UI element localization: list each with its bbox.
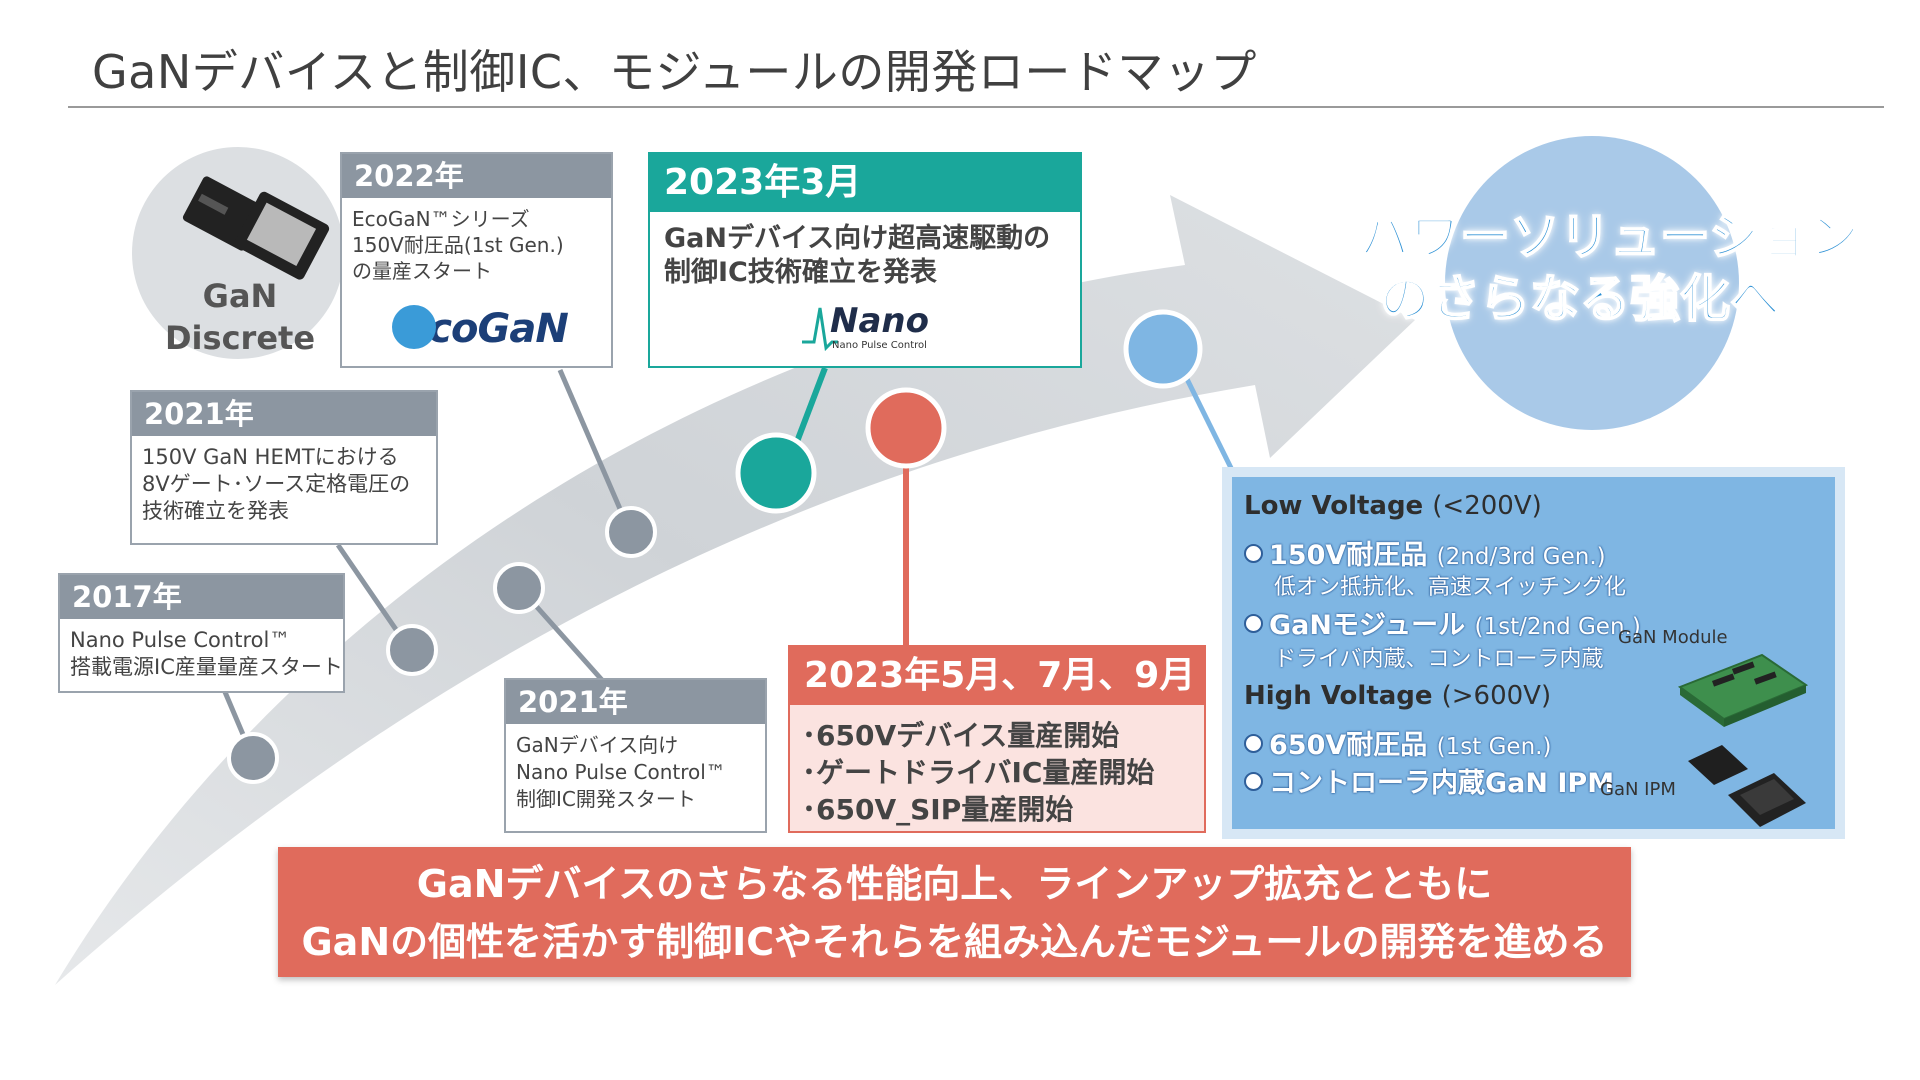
milestone-2023-may-jul-sep: 2023年5月、7月、9月 ･650Vデバイス量産開始 ･ゲートドライバIC量産…	[788, 645, 1206, 833]
milestone-year: 2017年	[60, 575, 343, 619]
milestone-line: ･ゲートドライバIC量産開始	[802, 756, 1155, 789]
milestone-year: 2022年	[342, 154, 611, 198]
summary-banner-line1: GaNデバイスのさらなる性能向上、ラインアップ拡充とともに	[416, 862, 1493, 906]
milestone-line: Nano Pulse Control™	[70, 628, 291, 652]
milestone-text: 150V GaN HEMTにおける 8Vゲート･ソース定格電圧の 技術確立を発表	[132, 436, 436, 525]
nano-pulse-logo: Nano Nano Pulse Control	[800, 302, 940, 354]
milestone-2023-march: 2023年3月 GaNデバイス向け超高速駆動の 制御IC技術確立を発表 Nano…	[648, 152, 1082, 368]
future-item-650v: 650V耐圧品 (1st Gen.)	[1244, 723, 1551, 762]
milestone-2021-control-ic: 2021年 GaNデバイス向け Nano Pulse Control™ 制御IC…	[504, 678, 767, 833]
chip-icon	[234, 191, 330, 280]
future-item-module: GaNモジュール (1st/2nd Gen.)	[1244, 603, 1641, 642]
bullet-icon	[1244, 772, 1263, 791]
milestone-text: GaNデバイス向け超高速駆動の 制御IC技術確立を発表	[650, 212, 1080, 290]
milestone-2021-hemt: 2021年 150V GaN HEMTにおける 8Vゲート･ソース定格電圧の 技…	[130, 390, 438, 545]
title-divider	[68, 106, 1884, 108]
pulse-icon	[802, 307, 838, 352]
milestone-2022: 2022年 EcoGaN™シリーズ 150V耐圧品(1st Gen.) の量産ス…	[340, 152, 613, 368]
milestone-line: 制御IC開発スタート	[516, 787, 696, 811]
milestone-line: 150V GaN HEMTにおける	[142, 445, 399, 469]
milestone-line: ･650V_SIP量産開始	[802, 793, 1074, 826]
milestone-dot-2017	[227, 732, 279, 784]
goal-circle	[1445, 136, 1739, 430]
low-voltage-heading: Low Voltage (<200V)	[1244, 491, 1542, 521]
gan-discrete-label-line2: Discrete	[164, 319, 316, 357]
goal-line2: のさらなる強化へ	[1379, 269, 1781, 329]
gan-module-icon	[1677, 653, 1809, 727]
milestone-year: 2021年	[506, 680, 765, 724]
milestone-line: ･650Vデバイス量産開始	[802, 719, 1120, 752]
milestone-year: 2023年3月	[650, 154, 1080, 212]
milestone-dot-2023may	[865, 387, 947, 469]
future-item-ipm: コントローラ内蔵GaN IPM	[1244, 761, 1614, 800]
milestone-dot-2023mar	[735, 432, 817, 514]
milestone-line: の量産スタート	[352, 259, 492, 283]
future-item-150v-desc: 低オン抵抗化、高速スイッチング化	[1274, 575, 1627, 600]
goal-text: パワーソリューション のさらなる強化へ	[1359, 206, 1860, 330]
bullet-icon	[1244, 544, 1263, 563]
milestone-line: 制御IC技術確立を発表	[664, 257, 937, 288]
milestone-line: EcoGaN™シリーズ	[352, 207, 530, 231]
milestone-dot-2021b	[493, 562, 545, 614]
summary-banner: GaNデバイスのさらなる性能向上、ラインアップ拡充とともに GaNの個性を活かす…	[278, 847, 1631, 977]
gan-discrete-label: GaN Discrete	[160, 275, 320, 359]
page-title: GaNデバイスと制御IC、モジュールの開発ロードマップ	[92, 45, 1257, 99]
milestone-line: 8Vゲート･ソース定格電圧の	[142, 472, 411, 496]
future-item-module-desc: ドライバ内蔵、コントローラ内蔵	[1274, 647, 1604, 672]
bullet-icon	[1244, 734, 1263, 753]
milestone-text: ･650Vデバイス量産開始 ･ゲートドライバIC量産開始 ･650V_SIP量産…	[790, 705, 1204, 828]
milestone-dot-2022	[605, 506, 657, 558]
milestone-text: Nano Pulse Control™ 搭載電源IC産量量産スタート	[60, 619, 343, 681]
milestone-line: GaNデバイス向け	[516, 733, 679, 757]
milestone-year: 2023年5月、7月、9月	[790, 647, 1204, 705]
gan-discrete-label-line1: GaN	[202, 277, 278, 315]
goal-line1: パワーソリューション	[1359, 207, 1860, 267]
roadmap-arrow	[55, 195, 1415, 985]
milestone-dot-2021a	[386, 624, 438, 676]
milestone-dot-future	[1123, 309, 1203, 389]
future-item-150v: 150V耐圧品 (2nd/3rd Gen.)	[1244, 533, 1606, 572]
milestone-text: GaNデバイス向け Nano Pulse Control™ 制御IC開発スタート	[506, 724, 765, 813]
milestone-year: 2021年	[132, 392, 436, 436]
milestone-text: EcoGaN™シリーズ 150V耐圧品(1st Gen.) の量産スタート	[342, 198, 611, 284]
milestone-line: Nano Pulse Control™	[516, 760, 726, 784]
gan-discrete-circle	[132, 147, 344, 359]
gan-ipm-icon	[1688, 745, 1806, 827]
nano-logo-text: Nano	[830, 301, 929, 341]
gan-module-label: GaN Module	[1618, 627, 1728, 648]
milestone-line: 150V耐圧品(1st Gen.)	[352, 233, 564, 257]
summary-banner-line2: GaNの個性を活かす制御ICやそれらを組み込んだモジュールの開発を進める	[301, 920, 1608, 964]
bullet-icon	[1244, 614, 1263, 633]
milestone-line: 搭載電源IC産量量産スタート	[70, 655, 343, 679]
ecogan-logo: EcoGaN	[392, 305, 569, 356]
nano-logo-subtext: Nano Pulse Control	[832, 340, 927, 351]
milestone-2017: 2017年 Nano Pulse Control™ 搭載電源IC産量量産スタート	[58, 573, 345, 693]
gan-ipm-label: GaN IPM	[1600, 779, 1676, 800]
milestone-line: GaNデバイス向け超高速駆動の	[664, 223, 1051, 254]
high-voltage-heading: High Voltage (>600V)	[1244, 681, 1552, 711]
milestone-line: 技術確立を発表	[142, 499, 289, 523]
future-roadmap-panel: Low Voltage (<200V) 150V耐圧品 (2nd/3rd Gen…	[1222, 467, 1845, 839]
